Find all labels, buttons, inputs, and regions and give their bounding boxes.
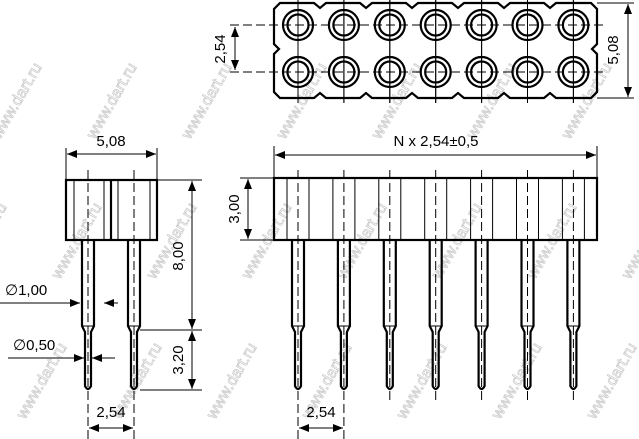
upper-pin-length-label: 8,00 bbox=[170, 241, 187, 270]
watermark-text: www.dart.ru bbox=[48, 200, 105, 283]
top-width-label: 5,08 bbox=[605, 35, 622, 64]
watermark-text: www.dart.ru bbox=[333, 200, 390, 283]
watermark-text: www.dart.ru bbox=[488, 340, 545, 423]
watermark-text: www.dart.ru bbox=[0, 200, 11, 283]
side-pitch-label: 2,54 bbox=[96, 404, 125, 421]
watermark-text: www.dart.ru bbox=[583, 340, 639, 423]
pin bbox=[428, 240, 443, 391]
pin bbox=[336, 240, 351, 391]
watermark-layer: www.dart.ruwww.dart.ruwww.dart.ruwww.dar… bbox=[0, 60, 639, 423]
watermark-text: www.dart.ru bbox=[0, 60, 46, 143]
pin bbox=[474, 240, 489, 391]
watermark-text: www.dart.ru bbox=[83, 60, 140, 143]
pin bbox=[520, 240, 535, 391]
overall-length-label: N x 2,54±0,5 bbox=[394, 133, 479, 150]
watermark-text: www.dart.ru bbox=[523, 200, 580, 283]
side-view: 5,08 8,00 3,20 ∅1,00 ∅0,50 2,54 bbox=[0, 133, 202, 439]
top-view: 2,54 5,08 bbox=[212, 0, 634, 103]
pin bbox=[382, 240, 397, 391]
watermark-text: www.dart.ru bbox=[203, 340, 260, 423]
pin bbox=[566, 240, 581, 391]
side-width-label: 5,08 bbox=[96, 133, 125, 150]
watermark-text: www.dart.ru bbox=[273, 60, 330, 143]
front-view: N x 2,54±0,5 3,00 2,54 bbox=[226, 133, 599, 439]
watermark-text: www.dart.ru bbox=[393, 340, 450, 423]
pin bbox=[290, 240, 306, 391]
top-pitch-label: 2,54 bbox=[212, 34, 229, 63]
top-view-body bbox=[272, 1, 599, 100]
lower-diameter-label: ∅0,50 bbox=[13, 337, 55, 354]
pin bbox=[126, 240, 142, 391]
watermark-text: www.dart.ru bbox=[368, 60, 425, 143]
front-pitch-label: 2,54 bbox=[306, 404, 335, 421]
pin bbox=[80, 240, 96, 391]
watermark-text: www.dart.ru bbox=[428, 200, 485, 283]
watermark-text: www.dart.ru bbox=[618, 200, 639, 283]
watermark-text: www.dart.ru bbox=[558, 60, 615, 143]
body-height-label: 3,00 bbox=[226, 194, 243, 223]
lower-pin-length-label: 3,20 bbox=[170, 345, 187, 374]
watermark-text: www.dart.ru bbox=[178, 60, 235, 143]
upper-diameter-label: ∅1,00 bbox=[5, 282, 47, 299]
